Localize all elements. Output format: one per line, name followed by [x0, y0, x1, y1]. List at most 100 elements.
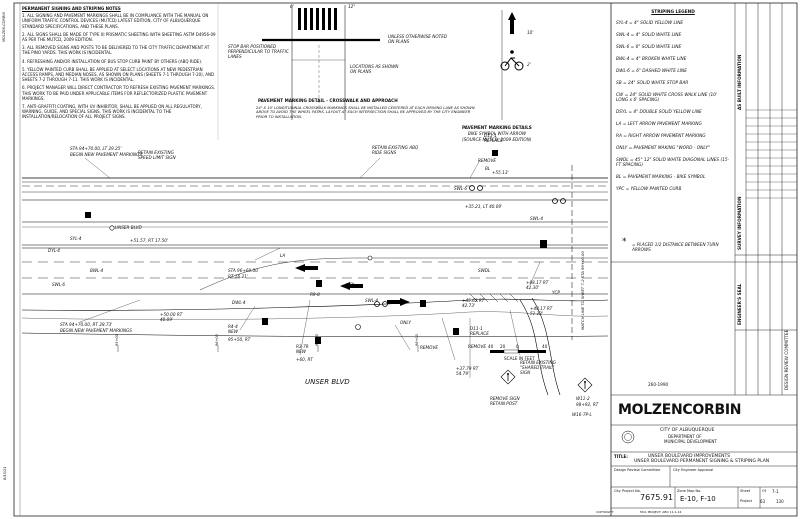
- sta-label: +88.17 RT 42.30': [526, 280, 549, 290]
- remove-label: REMOVE: [478, 158, 496, 163]
- design-review-heading: DESIGN REVIEW COMMITTEE: [784, 329, 789, 390]
- road-plan: [21, 150, 609, 396]
- dim-label: 10': [527, 30, 534, 35]
- sheet-border: [13, 2, 798, 517]
- sta-label: +35.21, LT 40.09': [465, 204, 503, 209]
- bl-label: BL: [350, 282, 356, 287]
- sta-label: STA 94+70.00, LT 29.25': [70, 146, 122, 151]
- swl4-label: SWL-4: [530, 216, 543, 221]
- begin-markings-label: BEGIN NEW PAVEMENT MARKINGS: [70, 152, 142, 157]
- firm-logo: MOLZENCORBIN: [618, 402, 741, 418]
- of-number: 130: [776, 499, 784, 504]
- sheet-of-label: Of: [762, 489, 766, 493]
- project-sheet-number: 63: [760, 499, 766, 504]
- station-tick-label: 97+00: [315, 334, 319, 346]
- station-tick-label: 96+00: [215, 334, 219, 346]
- margin-bottom-text: 8/15/11: [3, 466, 7, 481]
- crosswalk-note: 24" X 10' LONGITUDINAL CROSSWALK MARKING…: [256, 106, 475, 119]
- crosswalk-detail: [262, 5, 380, 120]
- city-engineer-approval: City Engineer Approval: [673, 468, 714, 472]
- begin-markings-label: BEGIN NEW PAVEMENT MARKINGS: [60, 328, 132, 333]
- margin-top-text: MOLZEN-CORBIN: [2, 12, 6, 42]
- remove-label: REMOVE: [468, 344, 486, 349]
- legend-item: SWL-6 = 6" SOLID WHITE LINE: [616, 45, 682, 50]
- remove-label: REMOVE: [420, 345, 438, 350]
- legend-item: SB = 24" SOLID WHITE STOP BAR: [616, 81, 689, 86]
- city-seal: [621, 430, 635, 444]
- only-label: ONLY: [400, 320, 411, 325]
- design-review-committee: Design Review Committee: [614, 468, 661, 472]
- sign-label: R9-8: [310, 292, 320, 297]
- scale-label: SCALE IN FEET: [504, 356, 535, 361]
- scale-bar: [490, 349, 546, 354]
- legend-item: SWDL = 45° 12" SOLID WHITE DIAGONAL LINE…: [616, 158, 730, 168]
- la-label: LA: [280, 253, 286, 258]
- note-item: 5. YELLOW PAINTED CURB SHALL BE APPLIED …: [22, 66, 215, 83]
- project-number: 7675.91: [640, 493, 674, 502]
- d11-label: D11-1 REPLACE: [470, 326, 489, 336]
- sheet-number: 7-1: [772, 489, 779, 494]
- sta-label: RT 16.21': [228, 274, 248, 279]
- sta-label: +50.00 RT 40.09': [160, 312, 183, 322]
- legend-item: RA = RIGHT ARROW PAVEMENT MARKING: [616, 134, 706, 139]
- remove-sign-label: REMOVE SIGN RETAIN POST: [490, 396, 520, 406]
- swl6-label: SWL-6: [454, 186, 467, 191]
- survey-info-heading: SURVEY INFORMATION: [737, 196, 742, 250]
- sign-sta-label: 95+50, RT: [228, 337, 251, 342]
- department: DEPARTMENT OF: [668, 434, 702, 439]
- match-line-label: MATCH LINE TO SHEET 7-2 STA 99+00.00: [580, 251, 585, 330]
- retain-speed-label: RETAIN EXISTING SPEED LIMIT SIGN: [138, 150, 176, 160]
- swdl-label: SWDL: [478, 268, 491, 273]
- dim-label: 12": [348, 4, 356, 9]
- scale-number: 40: [488, 344, 494, 349]
- sta-label: STA 96+60.00: [228, 268, 258, 273]
- locations-note: LOCATIONS AS SHOWN ON PLANS: [350, 64, 399, 74]
- as-built-heading: AS BUILT INFORMATION: [737, 54, 742, 110]
- copyright: COPYRIGHT: [596, 510, 614, 514]
- note-item: 2. ALL SIGNS SHALL BE MADE OF TYPE XI PR…: [22, 31, 216, 43]
- station-tick-label: 95+00: [115, 334, 119, 346]
- sheet-title: UNSER BOULEVARD PERMANENT SIGNING & STRI…: [634, 459, 770, 464]
- legend-item: DSYL = 4" DOUBLE SOLID YELLOW LINE: [616, 110, 702, 115]
- signing-notes: PERMANENT SIGNING AND STRIPING NOTES 1. …: [22, 6, 217, 123]
- retain-share-label: RETAIN EXISTING "SHARED TRAIL" SIGN: [520, 360, 556, 375]
- legend-item: SWL-4 = 4" SOLID WHITE LINE: [616, 33, 682, 38]
- seal-number: 260-1990: [648, 382, 669, 387]
- sign-sta-label: +60, RT: [296, 357, 313, 362]
- sign-label: R3-7R NEW: [296, 344, 309, 354]
- offset-label: +55.13': [492, 170, 509, 175]
- sign-label: W11-2: [576, 396, 590, 401]
- note-star: *: [622, 237, 627, 247]
- zone-map-label: Zone Map No.: [677, 489, 702, 493]
- swl4-label: SWL-4: [365, 298, 378, 303]
- division: MUNICIPAL DEVELOPMENT: [664, 439, 717, 444]
- striping-legend: STRIPING LEGEND SYL-4 = 4" SOLID YELLOW …: [616, 10, 730, 199]
- legend-item: YPC = YELLOW PAINTED CURB: [616, 187, 682, 192]
- project-sheet-label: Project: [740, 499, 752, 503]
- sta-label: +51.57, RT 17.50': [130, 238, 169, 243]
- bwl4-label: BWL-4: [90, 268, 104, 273]
- firm-name-a: MOLZEN: [618, 402, 683, 418]
- ycp-label: YCP: [552, 290, 560, 295]
- sta-label: +37.79 RT 54.79': [456, 366, 479, 376]
- city-name: CITY OF ALBUQUERQUE: [660, 428, 715, 433]
- mca-project: MCA PROJECT: ABQ 11-1-14: [640, 510, 682, 514]
- note-item: 4. REFRESHING AND/OR INSTALLATION OF BUS…: [22, 58, 203, 64]
- retain-abq-label: RETAIN EXISTING ABQ RIDE SIGNS: [372, 145, 419, 155]
- note-item: 3. ALL REMOVED SIGNS AND POSTS TO BE DEL…: [22, 45, 210, 56]
- title-label: TITLE:: [614, 454, 628, 459]
- scale-number: 40: [542, 344, 548, 349]
- street-label-lower: UNSER BLVD: [305, 378, 350, 386]
- sta-label: STA 94+70.00, RT 28.73': [60, 322, 113, 327]
- dim-label: 2': [527, 62, 531, 67]
- bike-detail-title: PAVEMENT MARKING DETAILS: [462, 125, 532, 130]
- dwl4-label: DWL-4: [232, 300, 246, 305]
- bl-label: BL: [485, 166, 491, 171]
- swl6-label: SWL-6: [52, 282, 65, 287]
- bike-symbol-detail: [500, 10, 524, 120]
- stop-bar-note: STOP BAR POSITIONED PERPENDICULAR TO TRA…: [228, 44, 289, 59]
- sta-label: +48.17 RT 51.22': [530, 306, 553, 316]
- sheet-label: Sheet: [740, 489, 751, 493]
- sign-label: R4-4 NEW: [228, 324, 238, 334]
